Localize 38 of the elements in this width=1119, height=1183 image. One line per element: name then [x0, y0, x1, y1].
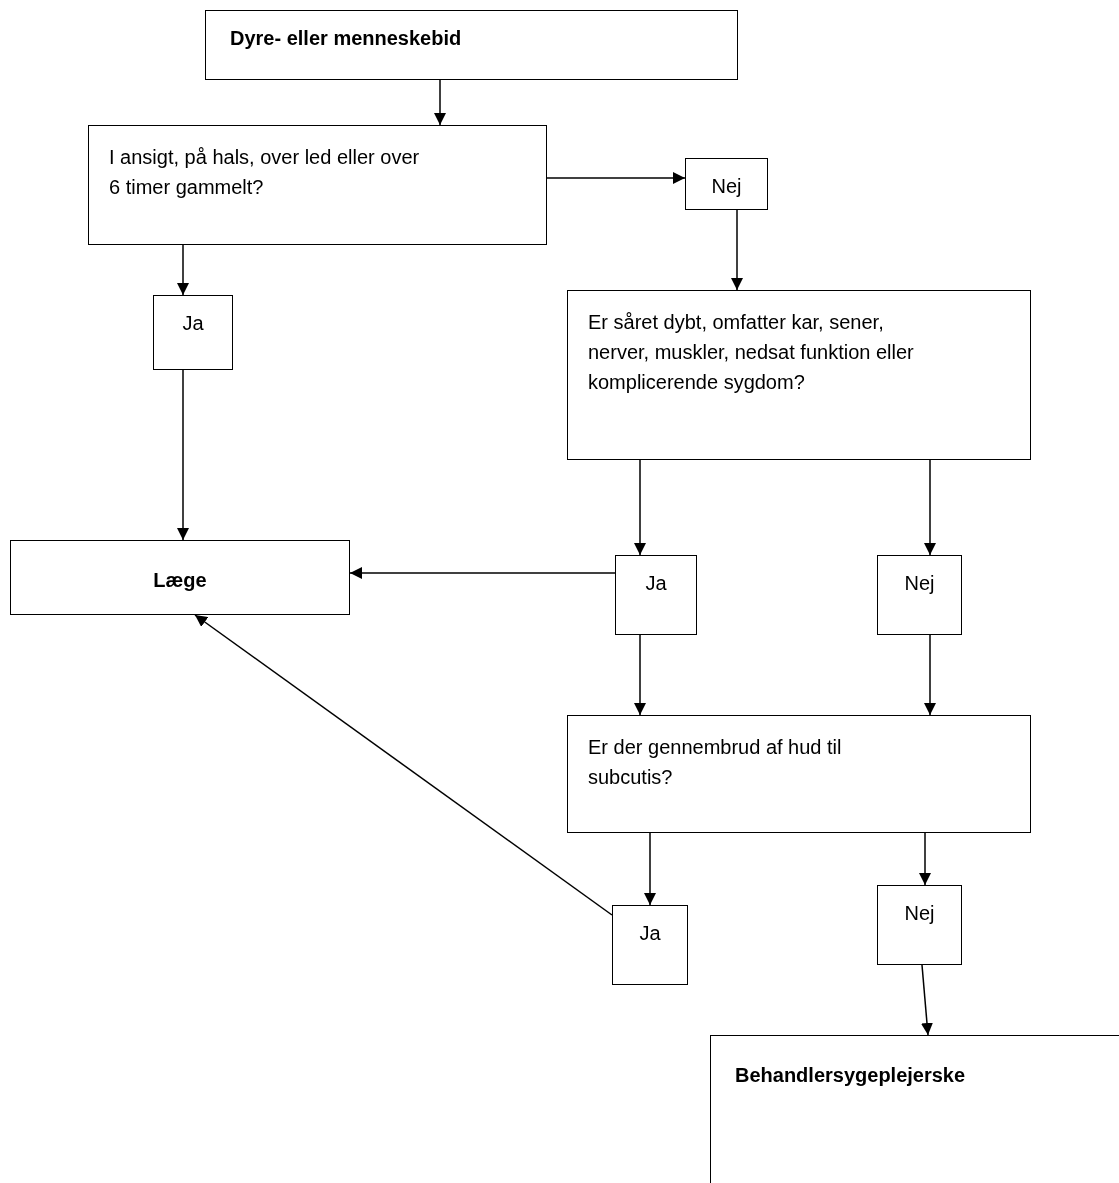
process-box [10, 540, 350, 615]
process-box [710, 1035, 1119, 1183]
arrow [634, 459, 646, 556]
box-label: Ja [645, 571, 667, 596]
box-label: Er der gennembrud af hud til subcutis? [588, 736, 842, 788]
arrow [919, 832, 931, 886]
arrow [349, 567, 616, 579]
box-label: Nej [711, 174, 742, 199]
process-box [205, 10, 738, 80]
box-label: Ja [182, 311, 204, 336]
answer-box [153, 295, 233, 370]
arrow [177, 369, 189, 541]
arrow [924, 634, 936, 716]
answer-box [877, 555, 962, 635]
box-label: Nej [904, 901, 935, 926]
arrow [924, 459, 936, 556]
arrow [177, 244, 189, 296]
decision-box [567, 715, 1031, 833]
box-label: Er såret dybt, omfatter kar, sener, nerver, muskler, nedsat funktion eller komplicerende sygdom? [588, 311, 914, 393]
box-label: Ja [639, 921, 661, 946]
arrow [194, 614, 613, 916]
box-label: Dyre- eller menneskebid [230, 27, 462, 49]
decision-box [567, 290, 1031, 460]
box-label: Læge [153, 568, 207, 593]
arrow [546, 172, 686, 184]
answer-box [615, 555, 697, 635]
box-label: I ansigt, på hals, over led eller over 6 timer gammelt? [109, 146, 420, 198]
answer-box [612, 905, 688, 985]
arrow [644, 832, 656, 906]
arrow [921, 964, 933, 1036]
arrow [434, 79, 446, 126]
answer-box [877, 885, 962, 965]
arrow [731, 209, 743, 291]
answer-box [685, 158, 768, 210]
box-label: Behandlersygeplejerske [735, 1064, 966, 1086]
arrow [634, 634, 646, 716]
box-label: Nej [904, 571, 935, 596]
decision-box [88, 125, 547, 245]
